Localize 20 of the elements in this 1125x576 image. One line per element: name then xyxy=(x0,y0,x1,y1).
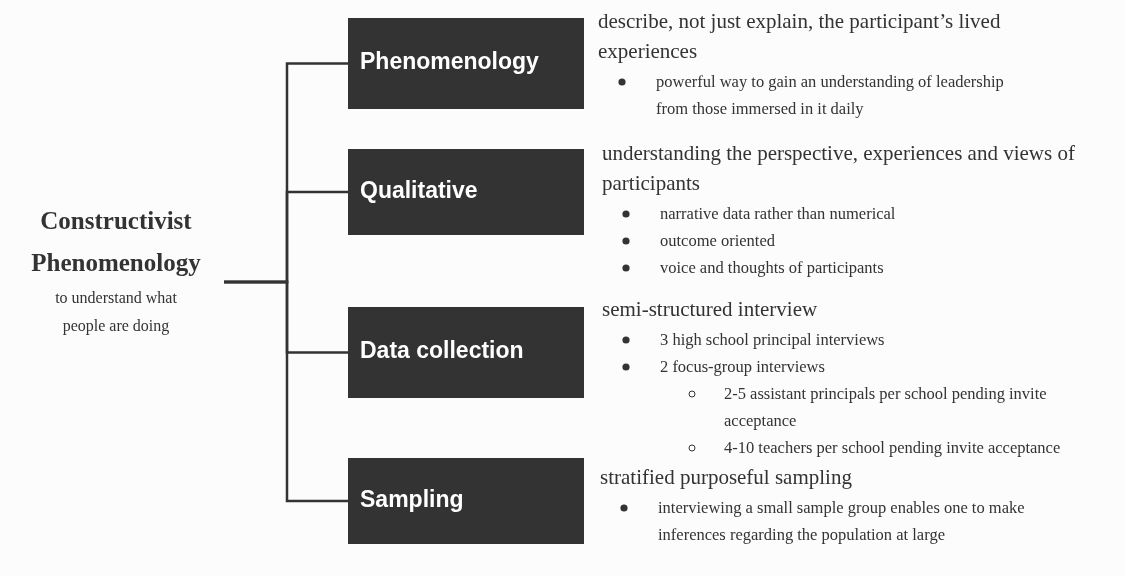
bullet-text: narrative data rather than numerical xyxy=(660,204,896,223)
bullet-text: outcome oriented xyxy=(660,231,775,250)
category-box: Sampling xyxy=(348,458,584,544)
root-title: Constructivist Phenomenology xyxy=(30,206,202,278)
bullet-text: 2 focus-group interviews xyxy=(660,357,825,376)
bullet-text: powerful way to gain an understanding of leadership from those immersed in it daily xyxy=(656,72,1004,118)
category-box: Qualitative xyxy=(348,149,584,235)
bullet-text: 3 high school principal interviews xyxy=(660,330,885,349)
category-box: Data collection xyxy=(348,307,584,398)
description-text: describe, not just explain, the participant’s lived experiences xyxy=(598,8,1002,65)
bullet-text: voice and thoughts of participants xyxy=(660,258,884,277)
description-text: understanding the perspective, experiences and views of participants xyxy=(602,140,1076,197)
description-text: semi-structured interview xyxy=(602,296,819,323)
bullet-text: interviewing a small sample group enables one to make inferences regarding the population at large xyxy=(658,498,1025,544)
connector-line xyxy=(224,280,348,503)
root-subtitle: to understand what people are doing xyxy=(54,288,178,337)
description-text: stratified purposeful sampling xyxy=(600,464,853,491)
bullet-text: 4-10 teachers per school pending invite acceptance xyxy=(724,438,1061,457)
category-box: Phenomenology xyxy=(348,18,584,109)
bullet-text: 2-5 assistant principals per school pending invite acceptance xyxy=(724,384,1047,430)
